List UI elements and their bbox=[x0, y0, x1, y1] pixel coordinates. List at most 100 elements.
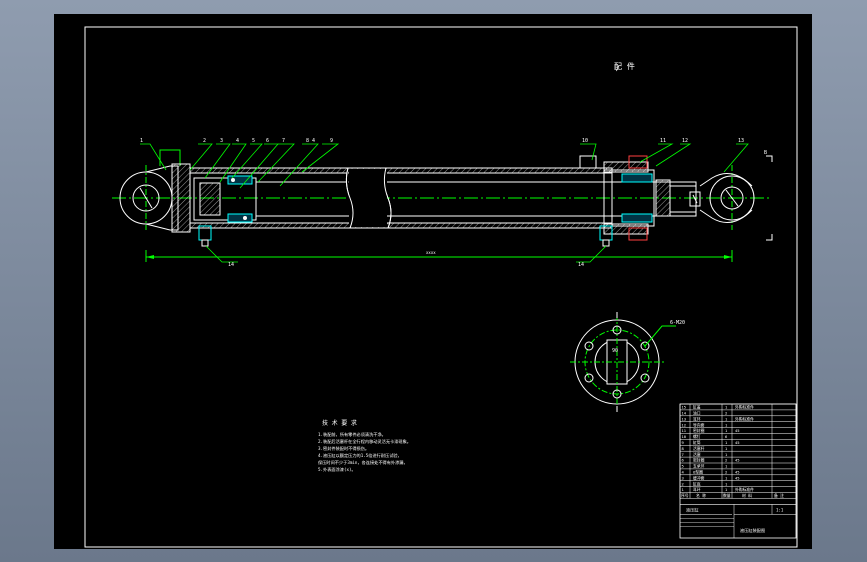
bom-cell-no: 2 bbox=[682, 481, 684, 486]
bom-cell-qty: 1 bbox=[725, 405, 728, 410]
bom-cell-no: 5 bbox=[682, 464, 684, 469]
balloon-14a: 14 bbox=[228, 262, 234, 268]
bom-header-note: 备 注 bbox=[774, 493, 784, 498]
left-eye-inner bbox=[132, 184, 160, 212]
bom-cell-name: 缸筒 bbox=[693, 440, 701, 445]
bom-cell-name: 密封圈 bbox=[693, 428, 705, 433]
balloon-2: 2 bbox=[203, 138, 206, 144]
section-marker: B bbox=[764, 150, 767, 156]
bom-cell-no: 6 bbox=[682, 458, 685, 463]
flange-center-label: 90 bbox=[612, 348, 618, 354]
bom-cell-mat: 45 bbox=[735, 470, 740, 475]
balloon-8: 8 bbox=[306, 138, 309, 144]
tech-req-line-5: 保压时间不少于3min，各连接处不得有外渗漏， bbox=[318, 459, 408, 466]
piston-seal-bottom bbox=[227, 213, 253, 223]
bom-cell-name: 活塞 bbox=[693, 452, 701, 457]
bom-cell-qty: 1 bbox=[725, 481, 728, 486]
tech-req-line-1: 1.装配前，所有零件必须清洗干净。 bbox=[318, 431, 386, 438]
balloon-5: 5 bbox=[252, 138, 255, 144]
balloon-6: 6 bbox=[266, 138, 269, 144]
leader-lines bbox=[140, 143, 749, 263]
right-eye-outer bbox=[709, 175, 755, 221]
bom-cell-name: 支承环 bbox=[693, 464, 705, 469]
bom-cell-mat: 外购标准件 bbox=[735, 405, 754, 410]
end-cap bbox=[171, 163, 191, 233]
bom-cell-name: 缓冲套 bbox=[693, 475, 705, 480]
bom-cell-qty: 2 bbox=[725, 411, 727, 416]
bom-cell-mat: 外购标准件 bbox=[735, 416, 754, 421]
balloon-9: 9 bbox=[330, 138, 333, 144]
bom-cell-name: 密封圈 bbox=[693, 458, 705, 463]
bom-cell-qty: 1 bbox=[725, 422, 728, 427]
title-block-part-name: 液压缸 bbox=[686, 506, 699, 513]
bom-cell-no: 1 bbox=[682, 487, 685, 492]
tech-req-line-3: 3.密封件装配时不得损伤。 bbox=[318, 445, 369, 452]
bom-cell-no: 7 bbox=[682, 452, 684, 457]
bom-cell-name: 活塞杆 bbox=[693, 446, 705, 451]
bom-cell-qty: 1 bbox=[725, 475, 728, 480]
bom-cell-no: 14 bbox=[682, 411, 687, 416]
bom-header-mat: 材 料 bbox=[742, 493, 752, 498]
bom-cell-mat: 45 bbox=[735, 440, 740, 445]
bom-cell-no: 15 bbox=[682, 405, 687, 410]
bom-cell-qty: 1 bbox=[725, 487, 728, 492]
bom-cell-mat: 外购标准件 bbox=[735, 487, 754, 492]
balloon-3: 3 bbox=[220, 138, 223, 144]
right-eye-inner bbox=[720, 186, 744, 210]
title-block-drawing-name: 液压缸装配图 bbox=[740, 527, 765, 534]
bom-cell-qty: 1 bbox=[725, 464, 728, 469]
bom-cell-name: O型圈 bbox=[693, 470, 703, 475]
bom-cell-no: 4 bbox=[682, 470, 685, 475]
tech-req-line-6: 5.外表面涂漆(x)。 bbox=[318, 466, 356, 473]
bom-cell-mat: 45 bbox=[735, 458, 740, 463]
bom-header-no: 序号 bbox=[681, 493, 689, 498]
tech-req-line-4: 4.液压缸以额定压力的1.5倍进行耐压试验， bbox=[318, 452, 402, 459]
bom-cell-no: 9 bbox=[682, 440, 685, 445]
bom-cell-no: 3 bbox=[682, 475, 684, 480]
cylinder-assembly bbox=[112, 149, 773, 262]
bom-cell-qty: 1 bbox=[725, 446, 728, 451]
balloon-11: 11 bbox=[660, 138, 666, 144]
tech-req-line-2: 2.装配后活塞杆在全行程内移动灵活无卡滞现象。 bbox=[318, 438, 411, 445]
title-note: 配 件 bbox=[614, 61, 635, 71]
piston-seal-top bbox=[227, 175, 253, 185]
bom-cell-qty: 1 bbox=[725, 440, 728, 445]
bom-cell-qty: 1 bbox=[725, 452, 728, 457]
balloon-1: 1 bbox=[140, 138, 143, 144]
bom-cell-no: 11 bbox=[682, 428, 687, 433]
balloon-10: 10 bbox=[582, 138, 588, 144]
bom-cell-name: 油口 bbox=[693, 411, 701, 416]
bom-cell-no: 13 bbox=[682, 416, 687, 421]
bom-cell-mat: 45 bbox=[735, 428, 740, 433]
balloon-12: 12 bbox=[682, 138, 688, 144]
technical-requirements: 技 术 要 求 1.装配前，所有零件必须清洗干净。 2.装配后活塞杆在全行程内移… bbox=[318, 419, 411, 473]
bom-cell-mat: 45 bbox=[735, 475, 740, 480]
overall-dimension-text: xxxx bbox=[426, 250, 436, 255]
bom-cell-name: 耳环 bbox=[693, 487, 701, 492]
balloon-labels: 1 2 3 4 5 6 7 8 4 9 10 11 12 13 14 14 bbox=[140, 138, 744, 268]
piston-rod bbox=[255, 181, 697, 217]
bom-cell-no: 10 bbox=[682, 434, 687, 439]
bom-cell-no: 12 bbox=[682, 422, 687, 427]
title-block-scale: 1:1 bbox=[776, 507, 784, 512]
balloon-4: 4 bbox=[236, 138, 239, 144]
model-space-viewport[interactable] bbox=[54, 14, 812, 549]
bom-cell-name: 耳环 bbox=[693, 416, 701, 421]
roughness-note: √ bbox=[615, 66, 619, 73]
bom-header-qty: 数量 bbox=[723, 493, 731, 498]
flange-callout: 6-M20 bbox=[670, 320, 685, 326]
bom-cell-no: 8 bbox=[682, 446, 685, 451]
bom-cell-name: 缸底 bbox=[693, 481, 701, 486]
bom-cell-qty: 6 bbox=[725, 434, 728, 439]
bom-cell-qty: 1 bbox=[725, 416, 728, 421]
tech-req-heading: 技 术 要 求 bbox=[322, 419, 357, 427]
bom-cell-qty: 2 bbox=[725, 470, 727, 475]
bom-cell-qty: 2 bbox=[725, 458, 727, 463]
balloon-14b: 14 bbox=[578, 262, 584, 268]
flange-view bbox=[570, 312, 676, 412]
drawing-border bbox=[84, 26, 798, 548]
bom-cell-qty: 1 bbox=[725, 428, 728, 433]
